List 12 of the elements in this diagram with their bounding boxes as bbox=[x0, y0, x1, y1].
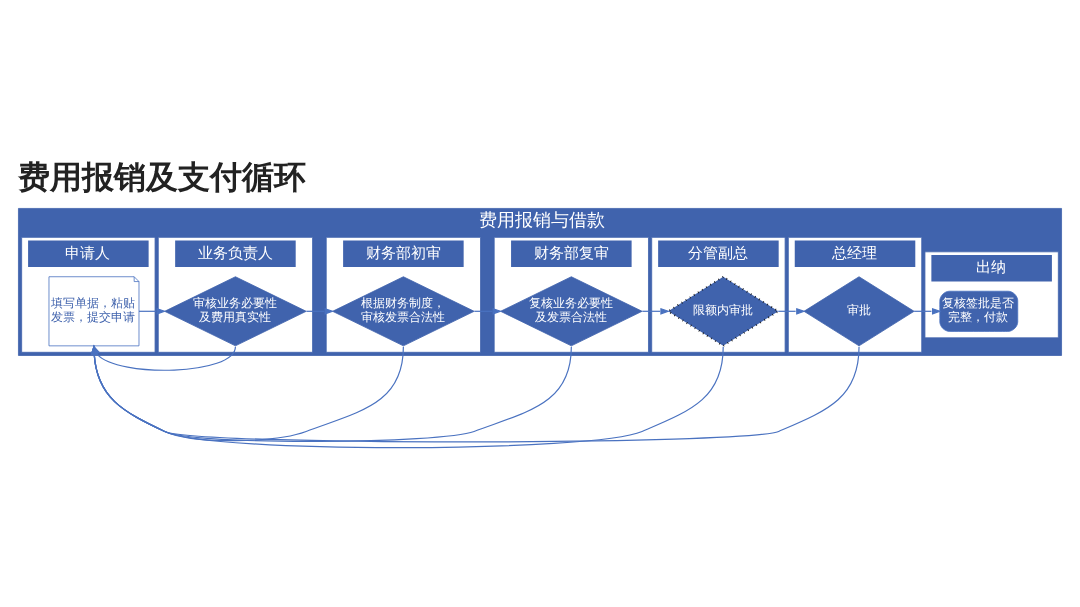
node-diamond: 审核业务必要性及费用真实性 bbox=[164, 275, 307, 346]
node-diamond: 复核业务必要性及发票合法性 bbox=[500, 275, 643, 346]
node-box: 复核签批是否完整，付款 bbox=[939, 290, 1019, 332]
arrow bbox=[90, 344, 572, 442]
arrow bbox=[93, 344, 237, 371]
node-diamond: 限额内审批 bbox=[666, 275, 781, 347]
node-diamond: 根据财务制度，审核发票合法性 bbox=[332, 275, 475, 346]
arrow bbox=[90, 344, 724, 448]
arrow bbox=[90, 344, 860, 442]
arrow bbox=[90, 344, 404, 441]
node-diamond: 审批 bbox=[803, 275, 915, 346]
diagram-title: 费用报销及支付循环 bbox=[18, 157, 307, 196]
